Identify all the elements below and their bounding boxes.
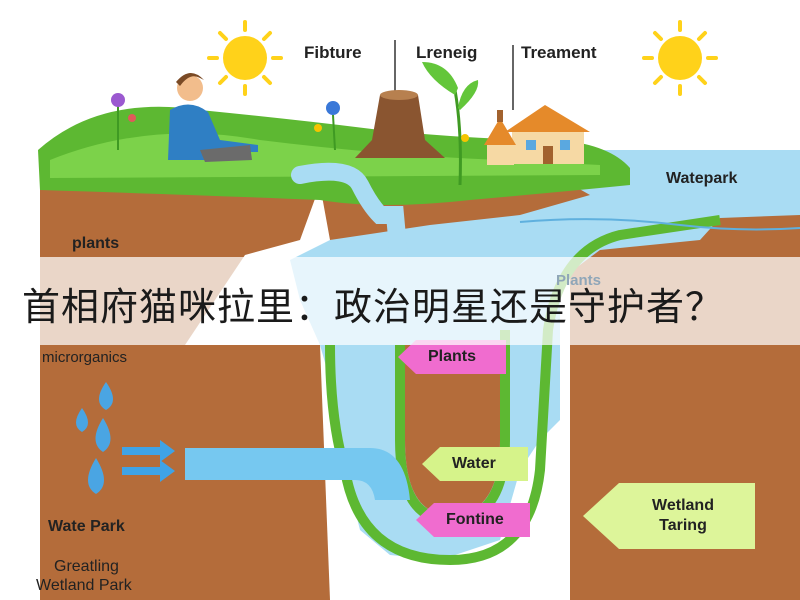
tag-water: Water [422,447,528,481]
label-plants: plants [72,235,120,252]
label-microrganics: microrganics [42,349,128,366]
sun-icon [642,20,718,96]
person-icon [168,72,258,162]
arrow-right-icon [122,440,175,482]
tree-stump-icon [355,90,445,158]
label-treament: Treament [521,43,597,62]
label-fibture: Fibture [304,43,362,62]
label-lreneig: Lreneig [416,43,478,62]
label-wetland-park: Wetland Park [36,577,132,594]
title-banner [0,257,800,345]
label-wate-park: Wate Park [48,518,125,535]
tag-wetland-line2: Taring [659,517,707,534]
tag-wetland-taring: Wetland Taring [583,483,755,549]
label-watepark: Watepark [666,170,738,187]
stream [291,162,409,279]
tag-wetland-line1: Wetland [652,497,714,514]
house-icon [484,105,590,165]
label-plants-faint: Plants [556,272,602,289]
water-drop-icon [76,382,113,494]
sun-icon [207,20,283,96]
label-greatling: Greatling [54,558,119,575]
tag-fontine: Fontine [416,503,530,537]
flower-icon [111,93,469,151]
water-pipe [185,448,410,500]
tag-plants: Plants [398,340,506,374]
sprout-icon [422,62,479,186]
banner-title: 首相府猫咪拉里：政治明星还是守护者？ [22,285,725,329]
water-wave [519,218,800,231]
